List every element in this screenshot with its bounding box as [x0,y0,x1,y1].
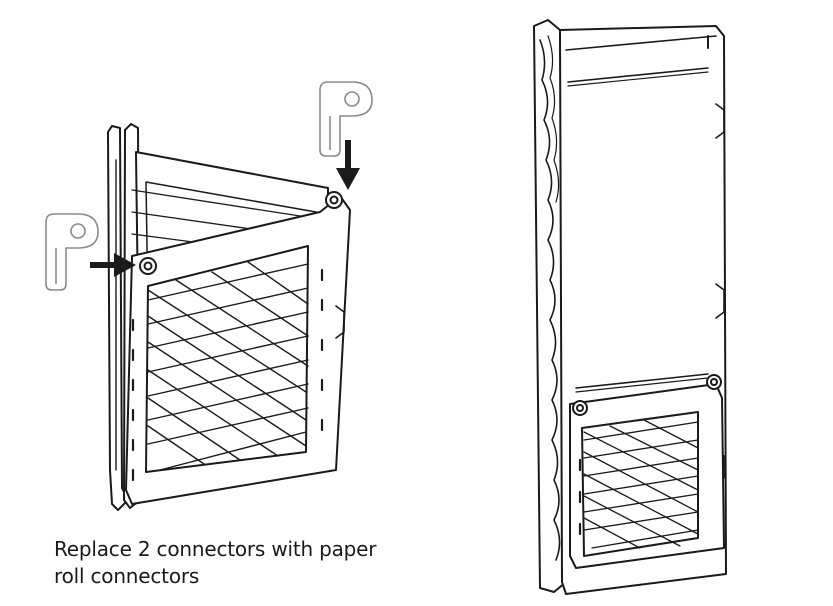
front-panel [125,195,351,505]
caption-line-1: Replace 2 connectors with paper [54,537,377,561]
folded-window-lattice [583,419,699,549]
instruction-caption: Replace 2 connectors with paper roll con… [54,536,434,590]
folded-window-panel [569,374,725,569]
paper-roll-connector-icon [319,81,373,157]
edge-slots [131,268,345,482]
caption-line-2: roll connectors [54,564,200,588]
folded-holder-drawing [533,19,727,595]
hinge-connector [139,191,343,275]
open-holder-drawing [107,123,351,511]
arrow-icon [90,253,136,277]
arrow-icon [336,140,360,190]
paper-roll-connector-icon [45,213,99,291]
front-panel-lattice [147,261,309,471]
